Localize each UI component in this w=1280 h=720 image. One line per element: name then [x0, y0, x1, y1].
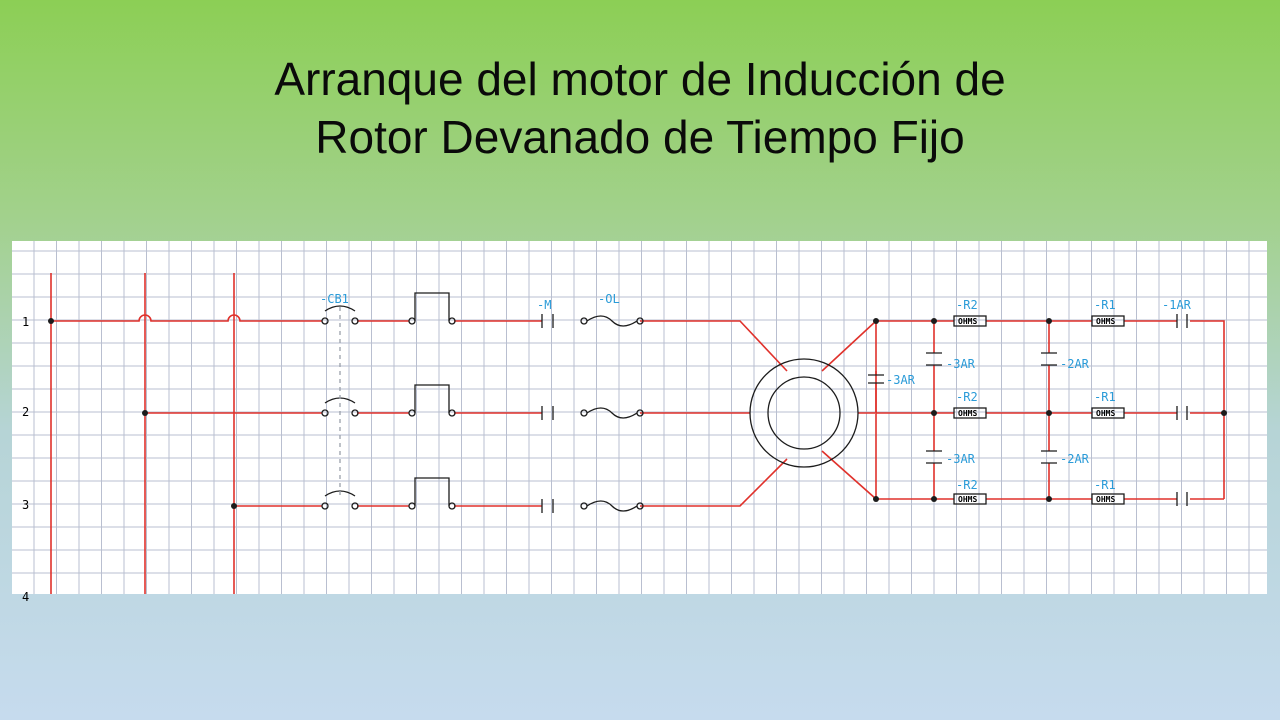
overload-label: -OL [598, 292, 620, 306]
r1-mid-label: -R1 [1094, 390, 1116, 404]
motor-stator [749, 358, 859, 468]
circuit-symbols [321, 292, 1188, 513]
r2-top-ohms: OHMS [958, 317, 977, 326]
r1-top-ohms: OHMS [1096, 317, 1115, 326]
r2-bot-ohms: OHMS [958, 495, 977, 504]
wiring-diagram: 1 2 3 4 [12, 241, 1267, 604]
title-line-1: Arranque del motor de Inducción de [274, 53, 1006, 105]
r1-bot-ohms: OHMS [1096, 495, 1115, 504]
r2-mid-label: -R2 [956, 390, 978, 404]
r1-bot-label: -R1 [1094, 478, 1116, 492]
line-number-1: 1 [22, 315, 29, 329]
line-number-3: 3 [22, 498, 29, 512]
contact-3ar-c-label: -3AR [886, 373, 916, 387]
contact-3ar-b-label: -3AR [946, 452, 976, 466]
contactor-label: -M [537, 298, 551, 312]
r2-top-label: -R2 [956, 298, 978, 312]
contact-3ar-a-label: -3AR [946, 357, 976, 371]
power-wiring [48, 273, 1227, 594]
r1-mid-ohms: OHMS [1096, 409, 1115, 418]
breaker-label: -CB1 [320, 292, 349, 306]
motor-rotor [767, 376, 841, 450]
contact-2ar-a-label: -2AR [1060, 357, 1090, 371]
grid-lines [12, 241, 1267, 594]
slide-title: Arranque del motor de Inducción de Rotor… [0, 50, 1280, 166]
line-number-4: 4 [22, 590, 29, 604]
r2-bot-label: -R2 [956, 478, 978, 492]
r2-mid-ohms: OHMS [958, 409, 977, 418]
r1-top-label: -R1 [1094, 298, 1116, 312]
title-line-2: Rotor Devanado de Tiempo Fijo [315, 111, 965, 163]
contact-2ar-b-label: -2AR [1060, 452, 1090, 466]
overload-symbols [580, 315, 644, 512]
contact-1ar-label: -1AR [1162, 298, 1192, 312]
line-number-2: 2 [22, 405, 29, 419]
